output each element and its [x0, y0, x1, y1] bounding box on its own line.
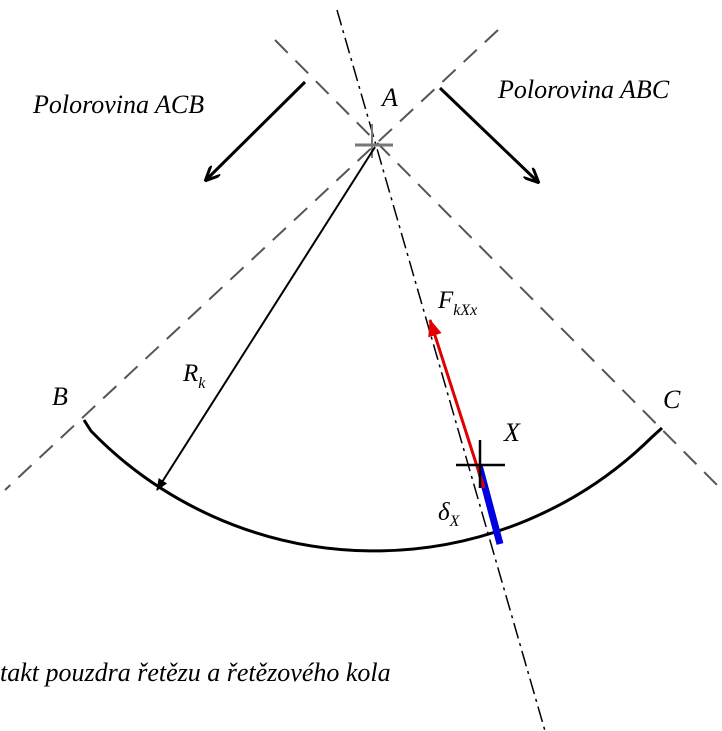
label-radius-sub: k	[198, 375, 206, 392]
caption: takt pouzdra řetězu a řetězového kola	[0, 658, 391, 687]
label-half-plane-acb: Polorovina ACB	[32, 90, 204, 119]
label-force-sub: kXx	[453, 302, 477, 319]
label-force-main: F	[437, 287, 454, 314]
label-point-c: C	[663, 385, 681, 414]
dashed-line-ac	[274, 39, 722, 491]
force-arrow-fkxx	[428, 319, 486, 489]
label-deformation-delta-x: δX	[438, 499, 461, 530]
label-half-plane-abc: Polorovina ABC	[497, 75, 670, 104]
arrow-half-plane-acb	[206, 80, 307, 180]
label-delta-main: δ	[438, 499, 450, 526]
sprocket-arc	[82, 419, 664, 553]
arrow-half-plane-abc	[438, 86, 538, 182]
radius-arrow-rk	[156, 146, 376, 491]
axis-line-ax	[336, 9, 546, 731]
label-point-x: X	[503, 418, 521, 447]
label-delta-sub: X	[449, 513, 461, 530]
label-point-b: B	[52, 382, 68, 411]
label-point-a: A	[380, 83, 398, 112]
deformation-segment-delta-x	[475, 464, 504, 545]
dashed-line-ab	[4, 29, 499, 491]
label-force-fkxx: FkXx	[437, 287, 477, 319]
label-radius-rk: Rk	[182, 360, 206, 392]
label-radius-main: R	[182, 360, 198, 387]
